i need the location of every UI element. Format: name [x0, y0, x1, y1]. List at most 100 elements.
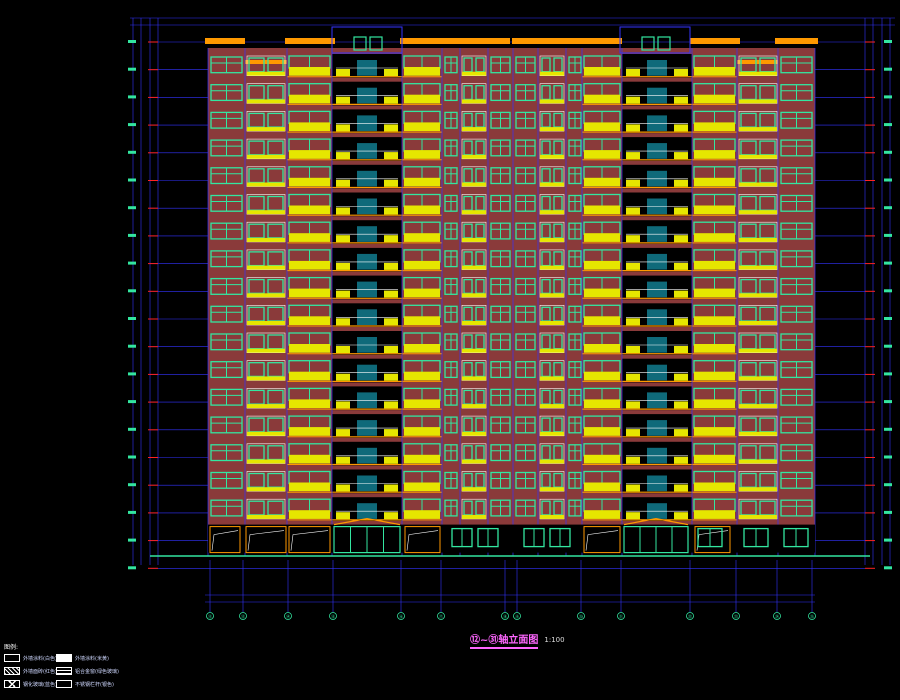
axis-bubble [501, 612, 509, 620]
balcony-rail [540, 487, 564, 492]
level-tag [128, 510, 136, 514]
balcony-panel [674, 429, 688, 437]
balcony-panel [626, 152, 640, 160]
balcony-panel [626, 96, 640, 104]
balcony-panel [384, 456, 398, 464]
balcony-rail [739, 99, 777, 104]
balcony-rail [247, 459, 285, 464]
balcony-rail [540, 376, 564, 381]
balcony-panel [674, 512, 688, 520]
balcony-panel [289, 344, 330, 353]
balcony-panel [336, 512, 350, 520]
level-tag [884, 483, 892, 487]
bay-frame [461, 277, 487, 298]
balcony-panel [289, 67, 330, 76]
balcony-panel [694, 205, 735, 215]
level-tag [884, 233, 892, 237]
balcony-panel [674, 262, 688, 270]
level-tag [128, 538, 136, 542]
level-tag [128, 455, 136, 459]
level-tag [884, 510, 892, 514]
balcony-panel [289, 371, 330, 381]
balcony-panel [584, 150, 620, 159]
level-tag [884, 455, 892, 459]
balcony-rail [540, 237, 564, 242]
balcony-panel [626, 318, 640, 326]
balcony-panel [384, 401, 398, 409]
stair-tower [331, 26, 403, 54]
level-tag [884, 317, 892, 320]
level-tag [128, 206, 136, 210]
balcony-rail [462, 71, 486, 76]
drawing-title-block: ⑫~㉛轴立面图 1:100 [470, 633, 565, 649]
balcony-panel [384, 152, 398, 160]
balcony-rail [739, 127, 777, 132]
balcony-panel [584, 205, 620, 215]
level-tag [128, 427, 136, 431]
balcony-rail [462, 487, 486, 492]
balcony-panel [384, 179, 398, 187]
legend-item: 钢化玻璃(蓝色) [4, 680, 57, 688]
balcony-rail [739, 154, 777, 159]
level-tag [884, 344, 892, 348]
balcony-panel [674, 456, 688, 464]
shopfront-canopy [585, 530, 619, 551]
level-tag [128, 233, 136, 237]
legend-item: 不锈钢栏杆(银色) [56, 680, 114, 688]
balcony-panel [674, 69, 688, 76]
axis-label: ⑯ [399, 613, 403, 619]
balcony-panel [384, 207, 398, 215]
shopfront [288, 526, 331, 554]
balcony-rail [739, 376, 777, 381]
balcony-panel [584, 288, 620, 298]
roof-eave [775, 38, 818, 44]
level-tag [884, 67, 892, 71]
level-tag [884, 40, 892, 43]
balcony-panel [384, 262, 398, 270]
shopfront [404, 526, 441, 554]
balcony-rail [247, 376, 285, 381]
balcony-panel [404, 344, 440, 353]
balcony-panel [674, 484, 688, 492]
axis-bubble [329, 612, 337, 620]
window [475, 85, 485, 101]
axis-label: ⑱ [503, 613, 507, 619]
shopfront-canopy [290, 530, 329, 551]
shopfront [694, 526, 731, 554]
balcony-panel [289, 427, 330, 436]
legend-swatch [4, 667, 20, 675]
balcony-panel [336, 290, 350, 298]
balcony-panel [384, 124, 398, 132]
balcony-rail [540, 321, 564, 325]
bay-frame [246, 277, 286, 298]
balcony-panel [694, 150, 735, 159]
balcony-rail [247, 348, 285, 353]
balcony-panel [694, 122, 735, 132]
balcony-panel [674, 207, 688, 215]
balcony-rail [247, 293, 285, 298]
roof-eave [400, 38, 510, 44]
balcony-panel [336, 152, 350, 160]
level-tag [128, 400, 136, 404]
roof-eave [737, 60, 778, 64]
balcony-rail [247, 127, 285, 132]
balcony-rail [739, 514, 777, 519]
balcony-panel [694, 233, 735, 242]
level-tag [128, 178, 136, 182]
stair-window [369, 36, 383, 51]
balcony-panel [626, 207, 640, 215]
balcony-panel [384, 484, 398, 492]
balcony-panel [336, 373, 350, 381]
bay-frame [461, 360, 487, 381]
balcony-rail [739, 210, 777, 215]
balcony-rail [739, 237, 777, 242]
level-tag [128, 123, 136, 127]
axis-label: ㉕ [810, 613, 814, 619]
balcony-panel [404, 150, 440, 159]
balcony-rail [540, 348, 564, 353]
roof-eave [512, 38, 622, 44]
balcony-panel [694, 510, 735, 519]
axis-bubble [397, 612, 405, 620]
balcony-panel [626, 290, 640, 298]
balcony-panel [584, 177, 620, 187]
